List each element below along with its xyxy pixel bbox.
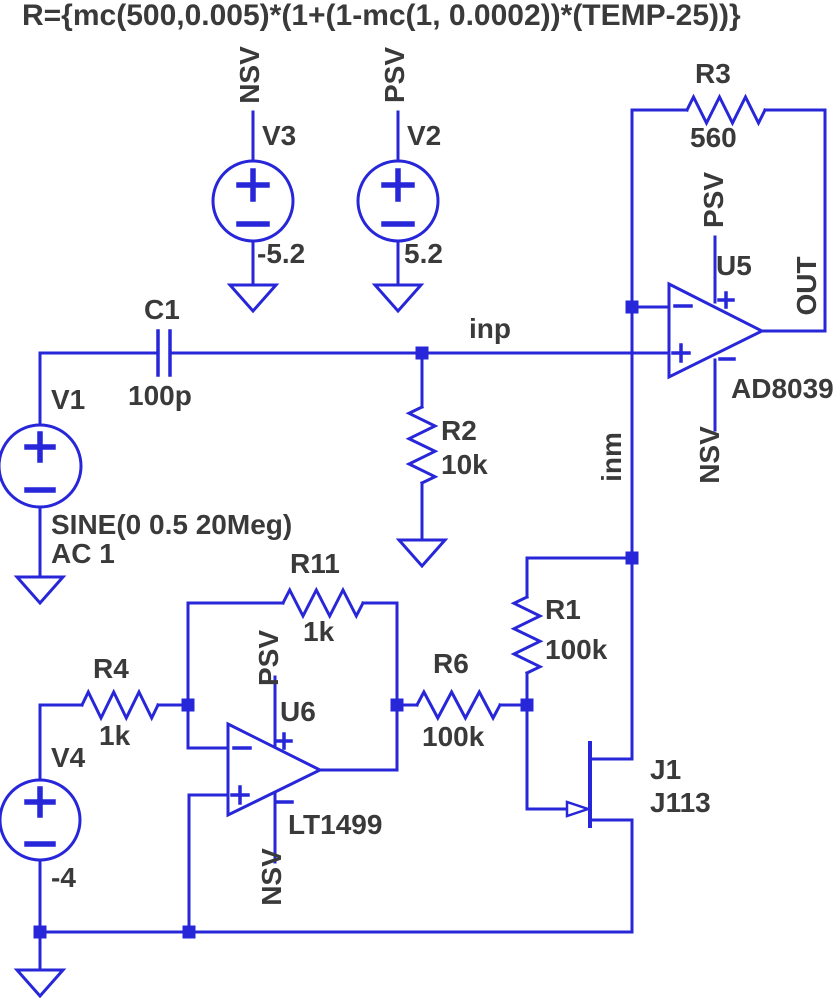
junction-dot bbox=[625, 300, 639, 314]
ground-icon bbox=[13, 575, 67, 606]
component-model-j1[interactable]: J113 bbox=[650, 787, 711, 818]
ground-v1[interactable] bbox=[13, 575, 67, 606]
component-name-v2[interactable]: V2 bbox=[407, 120, 442, 151]
voltage-source-v2[interactable] bbox=[356, 159, 440, 243]
plus-input-icon bbox=[230, 785, 250, 805]
plus-supply-icon bbox=[275, 732, 293, 750]
net-label-inm[interactable]: inm bbox=[596, 432, 627, 482]
net-label-inp[interactable]: inp bbox=[469, 313, 511, 344]
component-name-v1[interactable]: V1 bbox=[51, 384, 86, 415]
component-name-u5[interactable]: U5 bbox=[716, 250, 752, 281]
resistor-r4[interactable] bbox=[79, 688, 161, 722]
net-label-out[interactable]: OUT bbox=[791, 256, 822, 316]
component-name-u6[interactable]: U6 bbox=[280, 696, 316, 727]
component-name-v3[interactable]: V3 bbox=[262, 120, 297, 151]
wire-j1-drain-source bbox=[588, 757, 634, 934]
voltage-source-v4[interactable] bbox=[0, 778, 82, 862]
net-label-nsv-v3[interactable]: NSV bbox=[234, 46, 265, 104]
component-name-v4[interactable]: V4 bbox=[51, 742, 86, 773]
source-circle[interactable] bbox=[0, 778, 82, 862]
component-value-r4[interactable]: 1k bbox=[99, 720, 131, 751]
wire-u6-output bbox=[318, 703, 399, 772]
capacitor-c1[interactable] bbox=[156, 329, 172, 377]
ground-bottom[interactable] bbox=[13, 968, 67, 999]
component-name-c1[interactable]: C1 bbox=[144, 294, 180, 325]
ground-v2[interactable] bbox=[371, 283, 425, 314]
component-model-u6[interactable]: LT1499 bbox=[288, 809, 383, 840]
resistor-body[interactable] bbox=[684, 93, 768, 127]
plus-icon bbox=[24, 786, 56, 818]
net-label-nsv-u5[interactable]: NSV bbox=[694, 426, 725, 484]
junction-dot bbox=[182, 925, 196, 939]
ground-r2[interactable] bbox=[395, 538, 449, 569]
component-name-r11[interactable]: R11 bbox=[290, 548, 340, 579]
junction-dot bbox=[33, 925, 47, 939]
plus-icon bbox=[236, 168, 270, 202]
source-circle[interactable] bbox=[0, 423, 83, 509]
voltage-source-v3[interactable] bbox=[211, 159, 295, 243]
resistor-body[interactable] bbox=[414, 688, 503, 722]
wire-u6-plus-input bbox=[187, 793, 230, 934]
component-value-v1-ac[interactable]: AC 1 bbox=[51, 538, 115, 569]
resistor-r3[interactable] bbox=[684, 93, 768, 127]
component-value-v4[interactable]: -4 bbox=[51, 862, 76, 893]
resistor-r6[interactable] bbox=[414, 688, 503, 722]
component-name-r4[interactable]: R4 bbox=[93, 653, 129, 684]
component-value-r11[interactable]: 1k bbox=[303, 616, 335, 647]
junction-dot bbox=[520, 698, 534, 712]
capacitor-plates[interactable] bbox=[156, 329, 172, 377]
junction-dot bbox=[625, 551, 639, 565]
junction-dot bbox=[181, 698, 195, 712]
component-name-j1[interactable]: J1 bbox=[650, 754, 682, 785]
resistor-body[interactable] bbox=[79, 688, 161, 722]
resistor-body[interactable] bbox=[510, 594, 544, 676]
resistor-body[interactable] bbox=[405, 404, 439, 486]
component-name-r2[interactable]: R2 bbox=[441, 415, 477, 446]
resistor-r11[interactable] bbox=[280, 586, 366, 620]
spice-directive-formula[interactable]: R={mc(500,0.005)*(1+(1-mc(1, 0.0002))*(T… bbox=[22, 0, 741, 32]
plus-icon bbox=[381, 168, 415, 202]
net-label-psv-u6[interactable]: PSV bbox=[253, 629, 284, 687]
ground-icon bbox=[13, 968, 67, 999]
ground-icon bbox=[395, 538, 449, 569]
wire-r11-loop bbox=[186, 601, 399, 707]
wire-u6-minus-input bbox=[186, 703, 230, 750]
voltage-source-v1[interactable] bbox=[0, 423, 83, 509]
plus-icon bbox=[24, 431, 56, 463]
jfet-gate-arrow-icon bbox=[565, 800, 592, 818]
resistor-body[interactable] bbox=[280, 586, 366, 620]
component-value-r2[interactable]: 10k bbox=[441, 449, 488, 480]
net-label-psv-u5[interactable]: PSV bbox=[698, 171, 729, 229]
component-value-c1[interactable]: 100p bbox=[128, 380, 192, 411]
component-value-r6[interactable]: 100k bbox=[422, 721, 485, 752]
wire-r1-branch bbox=[525, 556, 634, 707]
net-label-nsv-u6[interactable]: NSV bbox=[256, 848, 287, 906]
wire-j1-gate bbox=[525, 703, 569, 811]
junction-dot bbox=[415, 346, 429, 360]
wire-r3-loop bbox=[630, 108, 827, 333]
resistor-r1[interactable] bbox=[510, 594, 544, 676]
ground-icon bbox=[226, 283, 280, 314]
component-value-r3[interactable]: 560 bbox=[690, 122, 737, 153]
component-model-u5[interactable]: AD8039 bbox=[731, 373, 834, 404]
component-name-r1[interactable]: R1 bbox=[545, 594, 581, 625]
component-name-r3[interactable]: R3 bbox=[695, 58, 731, 89]
component-value-v3[interactable]: -5.2 bbox=[257, 238, 306, 269]
plus-input-icon bbox=[671, 343, 691, 363]
ground-icon bbox=[371, 283, 425, 314]
component-value-v2[interactable]: 5.2 bbox=[404, 238, 443, 269]
plus-supply-icon bbox=[717, 291, 735, 309]
opamp-u6[interactable] bbox=[226, 721, 324, 818]
jfet-j1[interactable] bbox=[565, 741, 592, 828]
resistor-r2[interactable] bbox=[405, 404, 439, 486]
component-value-v1-sine[interactable]: SINE(0 0.5 20Meg) bbox=[51, 509, 293, 540]
opamp-u5[interactable] bbox=[667, 281, 766, 380]
component-name-r6[interactable]: R6 bbox=[433, 648, 469, 679]
net-label-psv-v2[interactable]: PSV bbox=[379, 46, 410, 104]
junction-dot bbox=[390, 698, 404, 712]
junction-dots bbox=[33, 300, 639, 939]
ground-v3[interactable] bbox=[226, 283, 280, 314]
component-value-r1[interactable]: 100k bbox=[545, 634, 608, 665]
